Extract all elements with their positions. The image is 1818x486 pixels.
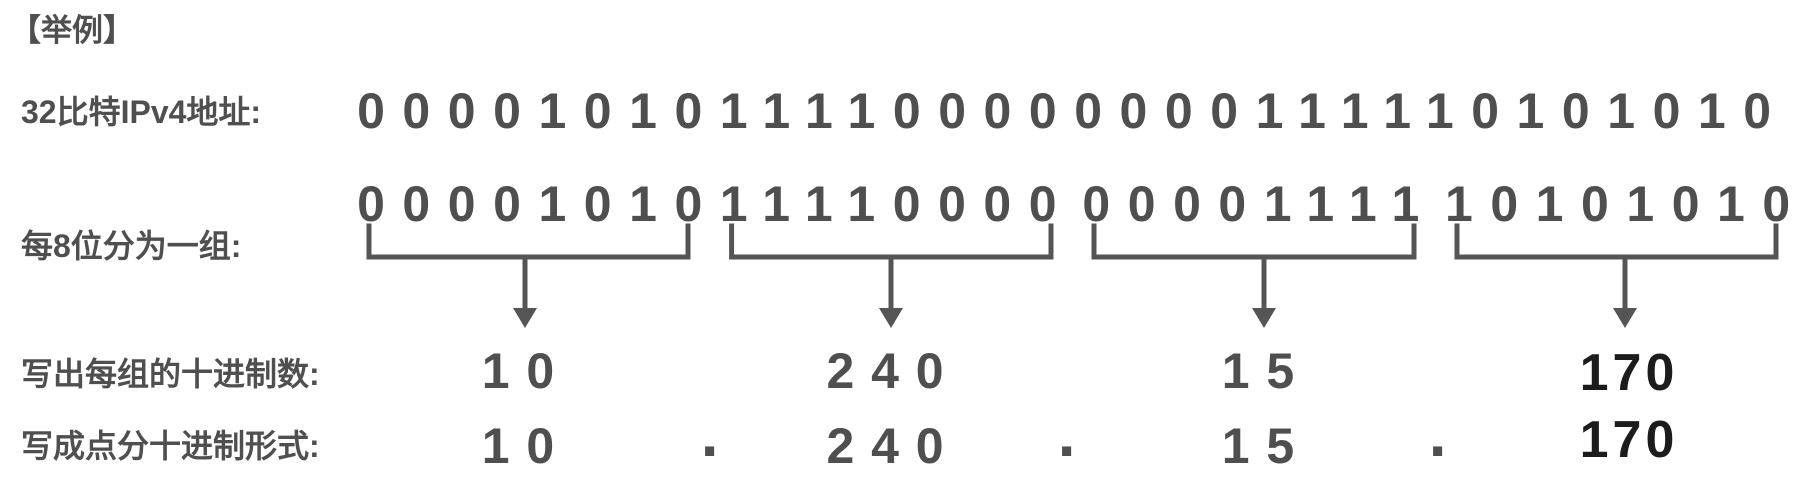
group-bracket-4 bbox=[1454, 223, 1779, 260]
example-tag: 【举例】 bbox=[10, 13, 134, 48]
dotted-octet-2: 240 bbox=[826, 417, 961, 474]
decimal-value-3: 15 bbox=[1221, 342, 1312, 399]
group-row-label: 每8位分为一组: bbox=[21, 228, 242, 264]
bit-group-4: 10101010 bbox=[1445, 175, 1808, 232]
dot-separator: . bbox=[1057, 397, 1076, 470]
group-bracket-1 bbox=[366, 223, 691, 260]
decimal-row-label: 写出每组的十进制数: bbox=[21, 356, 320, 392]
dotted-row-label: 写成点分十进制形式: bbox=[21, 428, 320, 464]
decimal-value-1: 10 bbox=[481, 342, 572, 399]
arrow-down-icon bbox=[879, 308, 903, 328]
decimal-value-2: 240 bbox=[826, 342, 961, 399]
bit-group-1: 00001010 bbox=[357, 175, 720, 232]
arrow-down-icon bbox=[1252, 308, 1276, 328]
dotted-octet-4: 170 bbox=[1579, 411, 1679, 469]
group-bracket-3 bbox=[1091, 223, 1417, 260]
bit-group-3: 00001111 bbox=[1082, 175, 1437, 232]
dotted-octet-3: 15 bbox=[1221, 417, 1312, 474]
group-bracket-2 bbox=[729, 223, 1054, 260]
dot-separator: . bbox=[700, 397, 719, 470]
arrow-down-icon bbox=[1613, 308, 1637, 328]
bit-group-2: 11110000 bbox=[719, 175, 1075, 232]
bits-row-label: 32比特IPv4地址: bbox=[21, 94, 262, 130]
decimal-value-4: 170 bbox=[1579, 343, 1679, 402]
ipv4-32-bits: 00001010111100000000111110101010 bbox=[357, 82, 1789, 139]
arrow-down-icon bbox=[513, 308, 537, 328]
dotted-octet-1: 10 bbox=[481, 417, 572, 474]
dot-separator: . bbox=[1428, 397, 1447, 470]
